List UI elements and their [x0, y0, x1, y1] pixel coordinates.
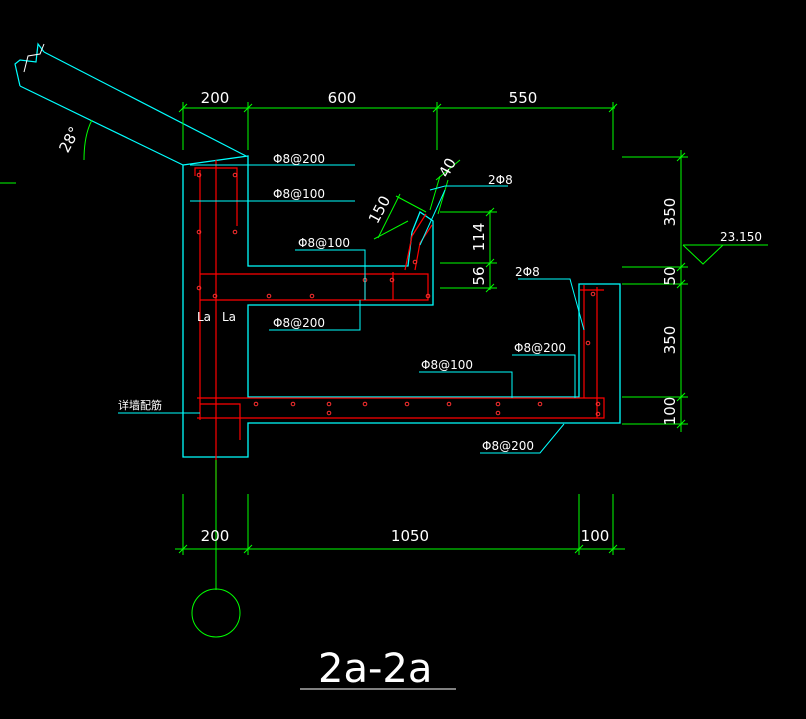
dim-top-3: 550	[509, 89, 538, 107]
sloped-roof-slab	[14, 42, 247, 166]
dim-step-56: 56	[470, 266, 488, 285]
dim-bottom-3: 100	[581, 527, 610, 545]
dim-right-4: 100	[661, 397, 679, 426]
section-title-group: 2a-2a	[300, 646, 456, 692]
dim-right-3: 350	[661, 326, 679, 355]
dim-bend-40: 40	[435, 155, 460, 180]
rebar-lines	[194, 160, 605, 500]
anchorage-label-1: La	[197, 310, 211, 324]
rebar-label-4: 2Φ8	[488, 173, 513, 187]
concrete-outline	[182, 155, 621, 458]
rebar-label-5: 2Φ8	[515, 265, 540, 279]
anchorage-label-2: La	[222, 310, 236, 324]
rebar-dots	[196, 172, 601, 417]
rebar-label-8: Φ8@100	[421, 358, 473, 372]
leader-lines	[118, 164, 585, 454]
rebar-label-3: Φ8@100	[298, 236, 350, 250]
dimension-lines	[0, 102, 768, 638]
dim-bottom-2: 1050	[391, 527, 429, 545]
dim-step-114: 114	[470, 223, 488, 252]
rebar-label-6: Φ8@200	[273, 316, 325, 330]
rebar-labels: Φ8@200 Φ8@100 Φ8@100 2Φ8 2Φ8 Φ8@200 Φ8@2…	[118, 152, 566, 453]
dim-top-2: 600	[328, 89, 357, 107]
dim-right-2: 50	[661, 266, 679, 285]
rebar-label-1: Φ8@200	[273, 152, 325, 166]
dim-bend-150: 150	[365, 193, 394, 227]
dimension-texts: 200 600 550 200 1050 100 350 50 350 100 …	[55, 89, 762, 545]
section-title: 2a-2a	[318, 646, 432, 692]
break-mark-icon	[23, 43, 45, 73]
rebar-label-7: Φ8@200	[514, 341, 566, 355]
rebar-label-2: Φ8@100	[273, 187, 325, 201]
dim-bottom-1: 200	[201, 527, 230, 545]
dim-angle: 28°	[55, 124, 83, 156]
dim-right-1: 350	[661, 198, 679, 227]
dim-top-1: 200	[201, 89, 230, 107]
wall-note: 详墙配筋	[118, 398, 162, 412]
elevation-label: 23.150	[720, 230, 762, 244]
rebar-label-9: Φ8@200	[482, 439, 534, 453]
